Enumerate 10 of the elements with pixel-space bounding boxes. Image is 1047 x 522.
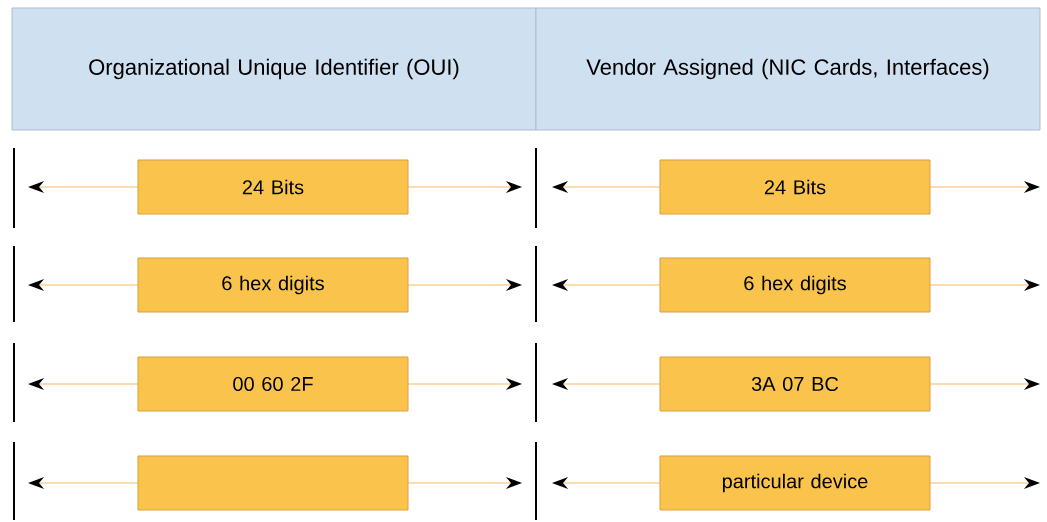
- field-box: 24 Bits: [137, 159, 409, 215]
- field-box: 6 hex digits: [137, 257, 409, 313]
- field-box: particular device: [659, 455, 931, 511]
- field-box: 3A 07 BC: [659, 356, 931, 412]
- header-box: Vendor Assigned (NIC Cards, Interfaces): [535, 7, 1041, 131]
- field-box: 24 Bits: [659, 159, 931, 215]
- field-box: 6 hex digits: [659, 257, 931, 313]
- header-box: Organizational Unique Identifier (OUI): [11, 7, 537, 131]
- field-box: 00 60 2F: [137, 356, 409, 412]
- field-box: [137, 455, 409, 511]
